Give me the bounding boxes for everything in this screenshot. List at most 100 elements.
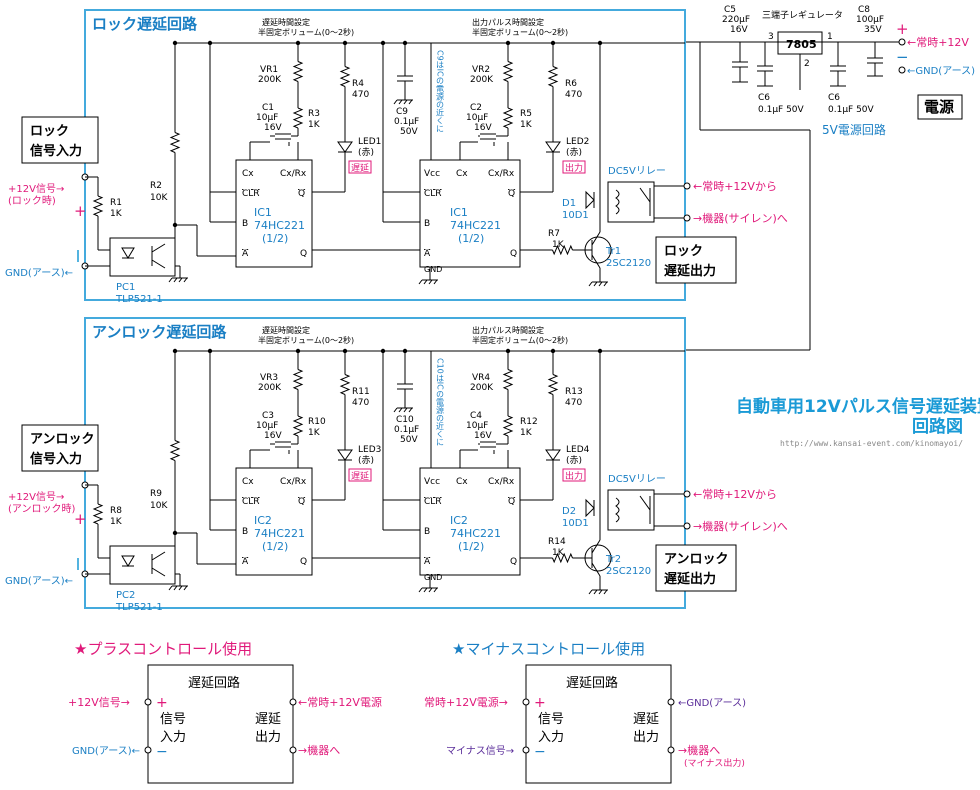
usage-minus-right-top: ←GND(アース) — [678, 698, 746, 709]
lock-r4-name: R4 — [352, 79, 364, 89]
lock-plus-sign: + — [74, 202, 87, 220]
svg-text:CLR: CLR — [424, 497, 442, 507]
unlock-vr1-name: VR3 — [260, 373, 278, 383]
power-section: C5 220μF 16V 三端子レギュレータ 7805 3 1 2 C6 0.1… — [685, 5, 975, 351]
unlock-relay-in: ←常時+12Vから — [693, 488, 777, 501]
lock-vr1-name: VR1 — [260, 65, 278, 75]
svg-text:Q: Q — [300, 557, 307, 567]
lock-d-part: 10D1 — [562, 210, 589, 221]
svg-text:Vcc: Vcc — [424, 169, 440, 179]
usage-minus-plus: + — [534, 695, 546, 711]
lock-pulse-note-1: 出力パルス時間設定 — [472, 17, 544, 27]
svg-text:Cx/Rx: Cx/Rx — [280, 477, 307, 487]
usage-minus-right-bot: →機器へ — [678, 743, 720, 757]
unlock-tag2-text: 出力 — [565, 470, 583, 482]
unlock-r4-val: 470 — [352, 398, 369, 408]
lock-vr1-val: 200K — [258, 75, 282, 85]
unlock-vr1-val: 200K — [258, 383, 282, 393]
power-section-label: 5V電源回路 — [822, 122, 886, 137]
lock-tag-output — [562, 160, 586, 174]
usage-minus-heading: ★マイナスコントロール使用 — [452, 640, 645, 658]
power-plus-terminal — [898, 38, 906, 46]
lock-c2-name: C2 — [470, 103, 482, 113]
c6b-value: 0.1μF 50V — [828, 105, 875, 115]
unlock-pc-name: PC2 — [116, 590, 135, 601]
unlock-delay-circuit: アンロック遅延回路アンロック信号入力+12V信号→(アンロック時)+GND(アー… — [5, 317, 788, 613]
usage-plus-box — [147, 664, 294, 784]
lock-input-label-2: 信号入力 — [30, 143, 82, 159]
capacitor-c6a — [757, 42, 773, 87]
svg-text:CLR: CLR — [424, 189, 442, 199]
unlock-r7-name: R14 — [548, 537, 566, 547]
lock-c1-name: C1 — [262, 103, 274, 113]
lock-r2-name: R2 — [150, 181, 162, 191]
unlock-vr2-val: 200K — [470, 383, 494, 393]
unlock-c2-volt: 16V — [474, 431, 492, 441]
lock-pc-name: PC1 — [116, 282, 135, 293]
unlock-d-name: D2 — [562, 506, 576, 517]
lock-r5-name: R5 — [520, 109, 532, 119]
power-in-gnd: ←GND(アース) — [907, 66, 975, 77]
svg-text:GND: GND — [424, 573, 442, 582]
lock-tag2-text: 出力 — [565, 162, 583, 174]
unlock-ic-a-half: (1/2) — [262, 540, 288, 553]
usage-plus-box-title: 遅延回路 — [188, 675, 240, 691]
svg-text:Q: Q — [508, 497, 515, 507]
lock-input-label-1: ロック — [30, 124, 69, 139]
unlock-r2-val: 10K — [150, 501, 168, 511]
lock-ic-a — [235, 159, 313, 268]
lock-ic-b — [419, 159, 521, 268]
lock-pc-part: TLP521-1 — [115, 294, 163, 305]
lock-r3-val: 1K — [308, 120, 321, 130]
c8-value: 100μF — [856, 15, 884, 25]
usage-plus-heading: ★プラスコントロール使用 — [74, 640, 252, 658]
unlock-r1-val: 1K — [110, 517, 123, 527]
lock-delay-note-2: 半固定ボリューム(0〜2秒) — [258, 27, 354, 37]
lock-pulse-note-2: 半固定ボリューム(0〜2秒) — [472, 27, 568, 37]
lock-ic-b-name: IC1 — [450, 206, 468, 219]
lock-r7-name: R7 — [548, 229, 560, 239]
unlock-relay-label: DC5Vリレー — [608, 474, 666, 485]
source-url: http://www.kansai-event.com/kinomayoi/ — [780, 439, 963, 448]
c6b-name: C6 — [828, 93, 840, 103]
unlock-c9-note: C10はICの電源の近くに — [436, 358, 445, 446]
usage-plus-out2: 出力 — [255, 730, 281, 745]
lock-r6-val: 470 — [565, 90, 582, 100]
unlock-delay-note-1: 遅延時間設定 — [262, 325, 310, 335]
lock-r6-name: R6 — [565, 79, 577, 89]
unlock-tag1-text: 遅延 — [351, 470, 369, 482]
usage-plus-out1: 遅延 — [255, 712, 281, 727]
lock-ic-b-half: (1/2) — [458, 232, 484, 245]
unlock-c9-name: C10 — [396, 415, 414, 425]
unlock-tr-name: Tr2 — [605, 554, 621, 565]
lock-tr-part: 2SC2120 — [606, 258, 651, 269]
lock-r3-name: R3 — [308, 109, 320, 119]
unlock-relay — [607, 489, 655, 531]
unlock-tr-part: 2SC2120 — [606, 566, 651, 577]
power-in-plus: ←常時+12V — [907, 36, 969, 49]
svg-text:A: A — [242, 557, 249, 567]
unlock-r5-val: 1K — [520, 428, 533, 438]
lock-led2-color: (赤) — [566, 147, 582, 158]
regulator-label: 三端子レギュレータ — [762, 9, 843, 21]
unlock-led2-name: LED4 — [566, 445, 590, 455]
c6a-value: 0.1μF 50V — [758, 105, 805, 115]
lock-led1-color: (赤) — [358, 147, 374, 158]
unlock-input-label-2: 信号入力 — [30, 451, 82, 467]
unlock-delay-note-2: 半固定ボリューム(0〜2秒) — [258, 335, 354, 345]
lock-title: ロック遅延回路 — [92, 15, 198, 33]
lock-relay-out-terminal — [683, 214, 691, 222]
reg-pin3: 3 — [768, 32, 774, 42]
unlock-relay-in-terminal — [683, 490, 691, 498]
svg-text:CLR: CLR — [242, 497, 260, 507]
svg-text:Q: Q — [298, 497, 305, 507]
unlock-photocoupler — [109, 545, 176, 585]
svg-text:Q: Q — [298, 189, 305, 199]
usage-minus: ★マイナスコントロール使用 遅延回路 信号 入力 遅延 出力 + − 常時+12… — [424, 640, 746, 784]
svg-text:A: A — [424, 557, 431, 567]
capacitor-c6b — [830, 42, 846, 87]
unlock-r3-val: 1K — [308, 428, 321, 438]
usage-minus-right-bot2: (マイナス出力) — [684, 757, 745, 769]
unlock-r4-name: R11 — [352, 387, 370, 397]
unlock-output-box — [655, 544, 737, 592]
